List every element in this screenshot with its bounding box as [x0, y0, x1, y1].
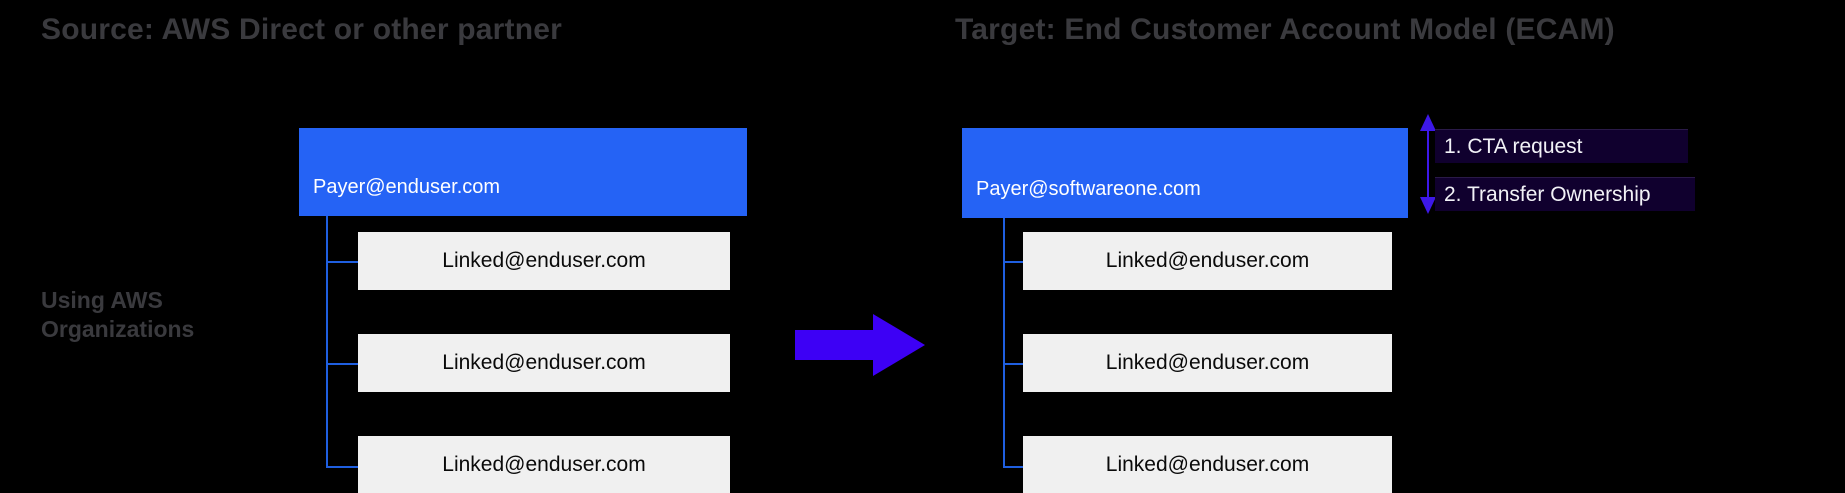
source-payer-account-label: Payer@enduser.com — [313, 176, 501, 198]
step-2-annotation-box[interactable]: 2. Transfer Ownership — [1435, 177, 1695, 211]
target-linked-account-label: Linked@enduser.com — [1105, 452, 1310, 476]
target-linked-account-box[interactable]: Linked@enduser.com — [1023, 436, 1392, 493]
source-linked-account-box[interactable]: Linked@enduser.com — [358, 334, 730, 392]
source-section-title: Source: AWS Direct or other partner — [41, 13, 562, 46]
target-linked-account-label: Linked@enduser.com — [1105, 351, 1310, 374]
source-tree-branch-3 — [326, 466, 359, 468]
target-payer-account-label: Payer@softwareone.com — [976, 178, 1201, 200]
target-section-title: Target: End Customer Account Model (ECAM… — [955, 13, 1615, 46]
step-1-annotation-box[interactable]: 1. CTA request — [1435, 129, 1688, 163]
target-tree-branch-3 — [1003, 466, 1024, 468]
right-arrow-icon — [795, 314, 925, 376]
target-payer-account-box[interactable]: Payer@softwareone.com — [962, 128, 1408, 218]
source-linked-account-box[interactable]: Linked@enduser.com — [358, 436, 730, 493]
target-linked-account-box[interactable]: Linked@enduser.com — [1023, 232, 1392, 290]
step-2-label: 2. Transfer Ownership — [1444, 182, 1651, 206]
source-tree-branch-1 — [326, 261, 359, 263]
step-1-label: 1. CTA request — [1444, 134, 1583, 158]
source-linked-account-label: Linked@enduser.com — [442, 249, 646, 272]
using-aws-organizations-caption: Using AWS Organizations — [41, 287, 195, 342]
target-linked-account-box[interactable]: Linked@enduser.com — [1023, 334, 1392, 392]
vertical-double-arrow-icon — [1420, 114, 1436, 214]
target-tree-branch-1 — [1003, 261, 1024, 263]
target-tree-trunk-line — [1003, 218, 1005, 468]
source-payer-account-box[interactable]: Payer@enduser.com — [299, 128, 747, 216]
source-linked-account-box[interactable]: Linked@enduser.com — [358, 232, 730, 290]
source-linked-account-label: Linked@enduser.com — [442, 452, 646, 476]
source-linked-account-label: Linked@enduser.com — [442, 351, 646, 374]
source-tree-trunk-line — [326, 216, 328, 468]
target-linked-account-label: Linked@enduser.com — [1105, 249, 1310, 272]
source-tree-branch-2 — [326, 363, 359, 365]
target-tree-branch-2 — [1003, 363, 1024, 365]
